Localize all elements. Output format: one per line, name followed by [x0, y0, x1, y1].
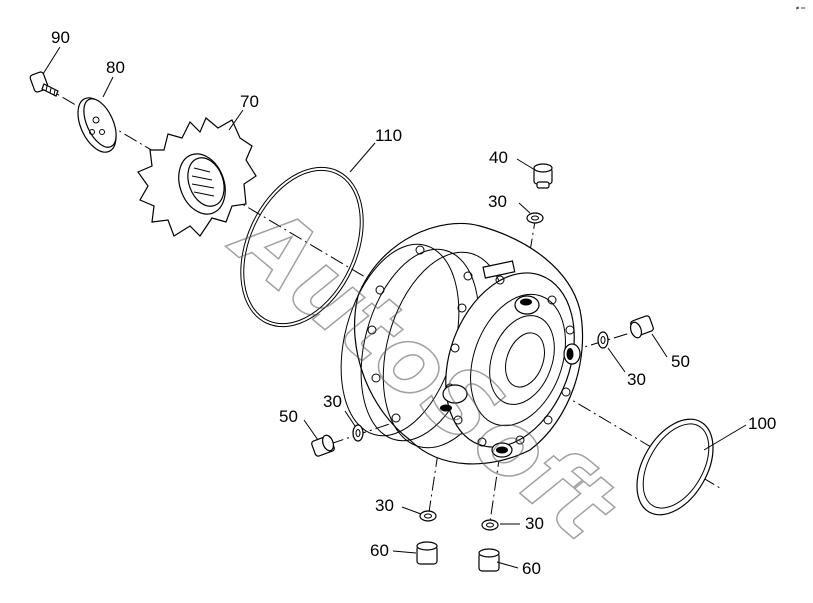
part-80-washer-plate: [77, 97, 117, 153]
label-part-50-right: 50: [671, 352, 690, 371]
corner-mark: ≠ ═: [796, 6, 806, 12]
part-50-plug-left: [311, 434, 335, 457]
label-part-110: 110: [375, 126, 402, 145]
label-part-100: 100: [748, 414, 776, 433]
part-110-o-ring: [240, 166, 364, 328]
label-part-70: 70: [240, 92, 259, 111]
label-part-30-top: 30: [488, 192, 507, 211]
part-90-bolt: [29, 71, 59, 97]
label-part-60-right: 60: [522, 559, 541, 578]
part-30-washer-left: [352, 424, 364, 442]
part-40-plug: [533, 163, 553, 189]
leader-lines: [42, 46, 747, 569]
label-part-40: 40: [489, 148, 508, 167]
part-60-plug-left: [416, 541, 438, 565]
part-100-ring-seal: [636, 418, 714, 516]
part-30-washer-right: [597, 331, 609, 349]
part-30-washer-bottom-right: [481, 519, 499, 531]
part-30-washer-top: [526, 212, 544, 224]
part-50-plug-right: [629, 315, 654, 339]
label-part-30-left: 30: [323, 392, 342, 411]
part-30-washer-bottom-left: [419, 510, 437, 522]
label-part-30-bottom-left: 30: [375, 496, 394, 515]
main-housing: [340, 222, 584, 465]
label-part-30-bottom-right: 30: [525, 514, 544, 533]
label-part-50-left: 50: [279, 407, 298, 426]
part-70-sprocket: [137, 117, 257, 237]
label-part-30-right: 30: [627, 370, 646, 389]
label-part-80: 80: [106, 58, 125, 77]
part-60-plug-right: [478, 548, 500, 572]
label-part-90: 90: [51, 28, 70, 47]
label-part-60-left: 60: [370, 541, 389, 560]
